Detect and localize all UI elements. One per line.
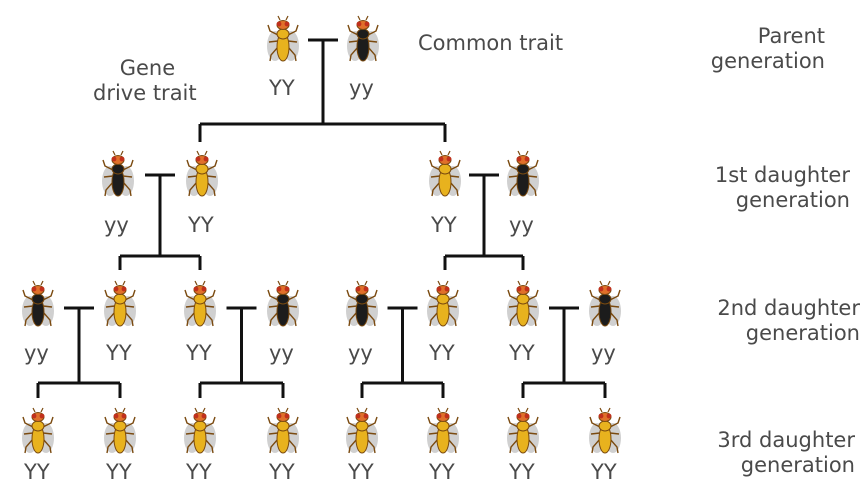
common-fly-icon: [344, 15, 382, 65]
common-fly-icon: [586, 280, 624, 330]
genotype-label: YY: [24, 460, 50, 484]
gene-drive-fly-icon: [504, 280, 542, 330]
common-fly-icon: [19, 280, 57, 330]
gene-drive-fly-icon: [586, 407, 624, 457]
genotype-label: YY: [429, 460, 455, 484]
genotype-label: YY: [106, 341, 132, 365]
genotype-label: YY: [269, 460, 295, 484]
gene-drive-fly-icon: [424, 280, 462, 330]
third-daughter-generation-label: 3rd daughter generation: [717, 428, 855, 478]
second-daughter-generation-label: 2nd daughter generation: [717, 296, 860, 346]
gene-drive-fly-icon: [181, 280, 219, 330]
gene-drive-trait-label: Gene drive trait: [93, 56, 197, 106]
genotype-label: YY: [269, 76, 295, 100]
genotype-label: yy: [24, 341, 49, 365]
genotype-label: YY: [186, 460, 212, 484]
gene-drive-fly-icon: [101, 280, 139, 330]
first-daughter-generation-label: 1st daughter generation: [714, 163, 850, 213]
parent-generation-label: Parent generation: [710, 24, 825, 74]
gene-drive-fly-icon: [181, 407, 219, 457]
gene-drive-fly-icon: [426, 150, 464, 200]
common-fly-icon: [343, 280, 381, 330]
gene-drive-fly-icon: [183, 150, 221, 200]
genotype-label: YY: [431, 213, 457, 237]
gene-drive-fly-icon: [264, 15, 302, 65]
gene-drive-fly-icon: [101, 407, 139, 457]
common-fly-icon: [99, 150, 137, 200]
common-fly-icon: [504, 150, 542, 200]
genotype-label: YY: [186, 341, 212, 365]
common-trait-label: Common trait: [418, 31, 564, 55]
gene-drive-fly-icon: [424, 407, 462, 457]
genotype-label: YY: [429, 341, 455, 365]
genotype-label: yy: [591, 341, 616, 365]
genotype-label: YY: [509, 460, 535, 484]
gene-drive-fly-icon: [343, 407, 381, 457]
common-fly-icon: [264, 280, 302, 330]
gene-drive-fly-icon: [19, 407, 57, 457]
gene-drive-fly-icon: [264, 407, 302, 457]
genotype-label: yy: [348, 341, 373, 365]
genotype-label: yy: [104, 213, 129, 237]
genotype-label: yy: [349, 76, 374, 100]
genotype-label: YY: [188, 213, 214, 237]
genotype-label: YY: [509, 341, 535, 365]
genotype-label: yy: [509, 213, 534, 237]
genotype-label: YY: [106, 460, 132, 484]
genotype-label: YY: [591, 460, 617, 484]
gene-drive-fly-icon: [504, 407, 542, 457]
genotype-label: YY: [348, 460, 374, 484]
genotype-label: yy: [269, 341, 294, 365]
